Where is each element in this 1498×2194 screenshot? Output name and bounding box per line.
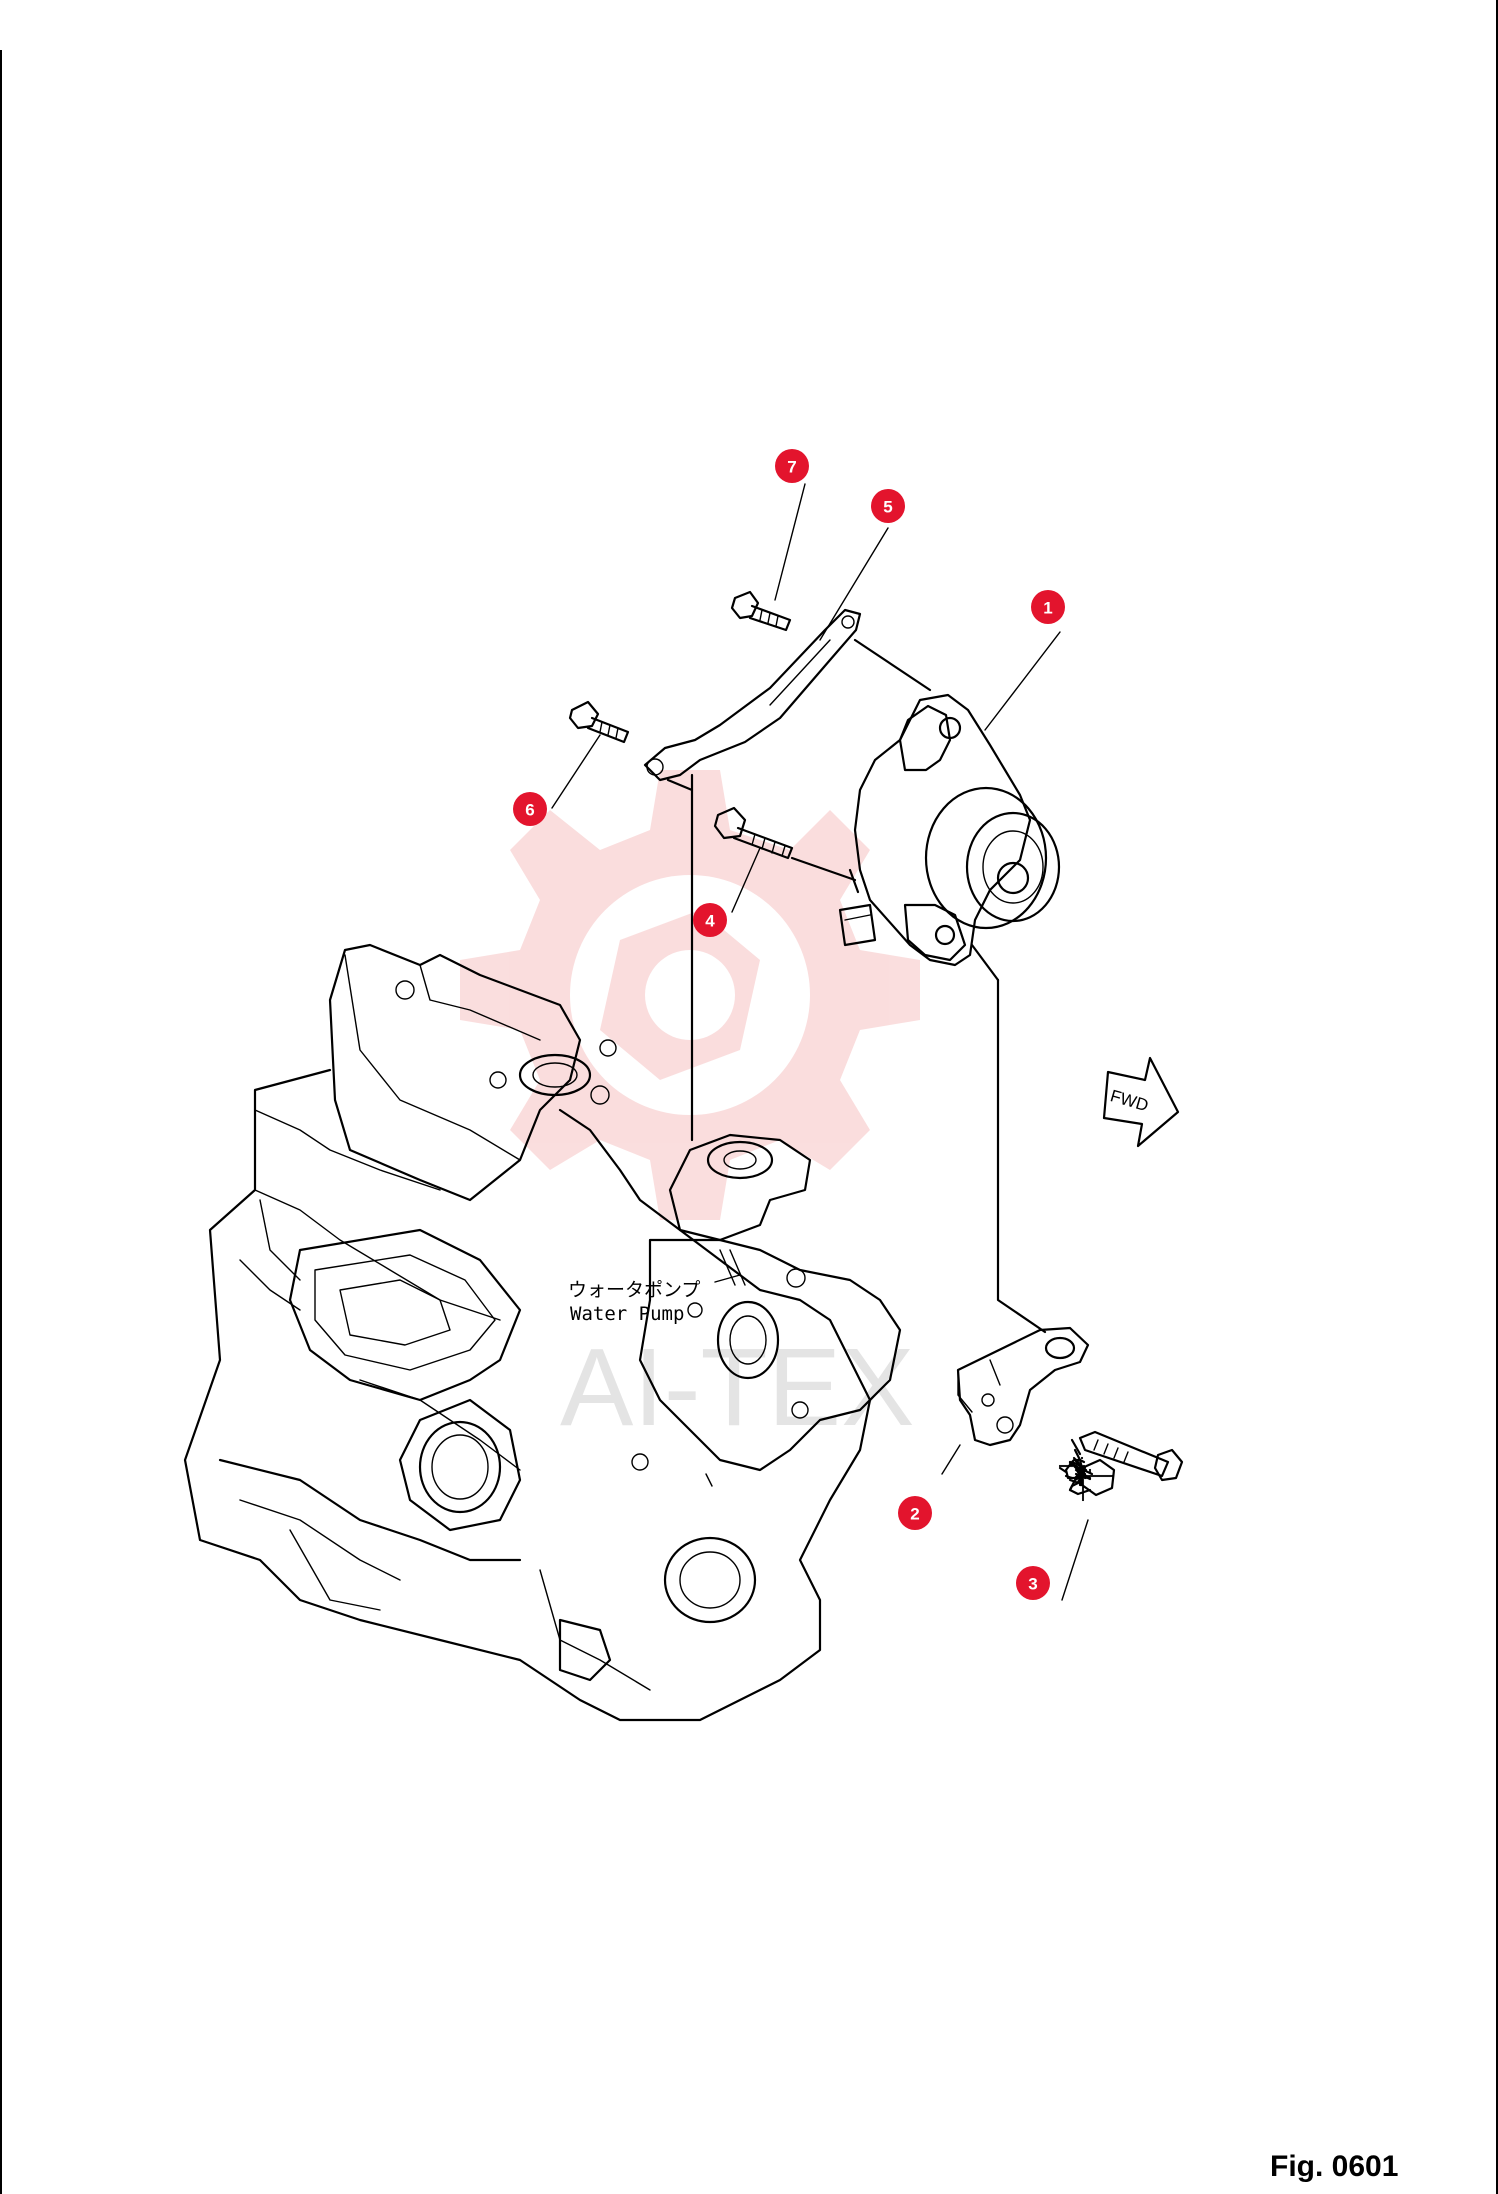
- callout-6: 6: [513, 792, 547, 826]
- callout-5: 5: [871, 489, 905, 523]
- alternator: [838, 693, 1061, 967]
- svg-text:5: 5: [883, 498, 892, 517]
- bolt-7: [730, 590, 792, 632]
- svg-text:1: 1: [1043, 599, 1052, 618]
- engine-block: [183, 943, 902, 1722]
- watermark-gear-icon: [460, 770, 920, 1220]
- watermark-text: AI-TEX: [560, 1326, 915, 1449]
- callout-2: 2: [898, 1496, 932, 1530]
- bolt-6: [568, 700, 630, 744]
- bolt-3: [1058, 1438, 1116, 1502]
- callout-7: 7: [775, 449, 809, 483]
- assembly-lines: [666, 638, 1047, 1334]
- bolt-3-shank: [1078, 1430, 1184, 1482]
- svg-text:3: 3: [1028, 1575, 1037, 1594]
- callout-1: 1: [1031, 590, 1065, 624]
- svg-text:4: 4: [705, 912, 715, 931]
- callout-3: 3: [1016, 1566, 1050, 1600]
- svg-text:6: 6: [525, 801, 534, 820]
- frame-left-border: [0, 50, 2, 2194]
- adjusting-bar: [643, 608, 862, 782]
- water-pump-label-en: Water Pump: [570, 1303, 684, 1325]
- water-pump-label-jp: ウォータポンプ: [568, 1279, 700, 1301]
- bolt-4: [713, 806, 794, 860]
- fwd-arrow-icon: FWD: [1102, 1056, 1180, 1148]
- svg-text:7: 7: [787, 458, 796, 477]
- frame-right-border: [1496, 0, 1498, 2194]
- callout-4: 4: [693, 903, 727, 937]
- leader-lines: [551, 483, 1089, 1601]
- support-bracket: [956, 1326, 1090, 1447]
- figure-label: Fig. 0601: [1270, 2150, 1399, 2183]
- fwd-label: FWD: [1108, 1086, 1150, 1115]
- svg-text:2: 2: [910, 1505, 919, 1524]
